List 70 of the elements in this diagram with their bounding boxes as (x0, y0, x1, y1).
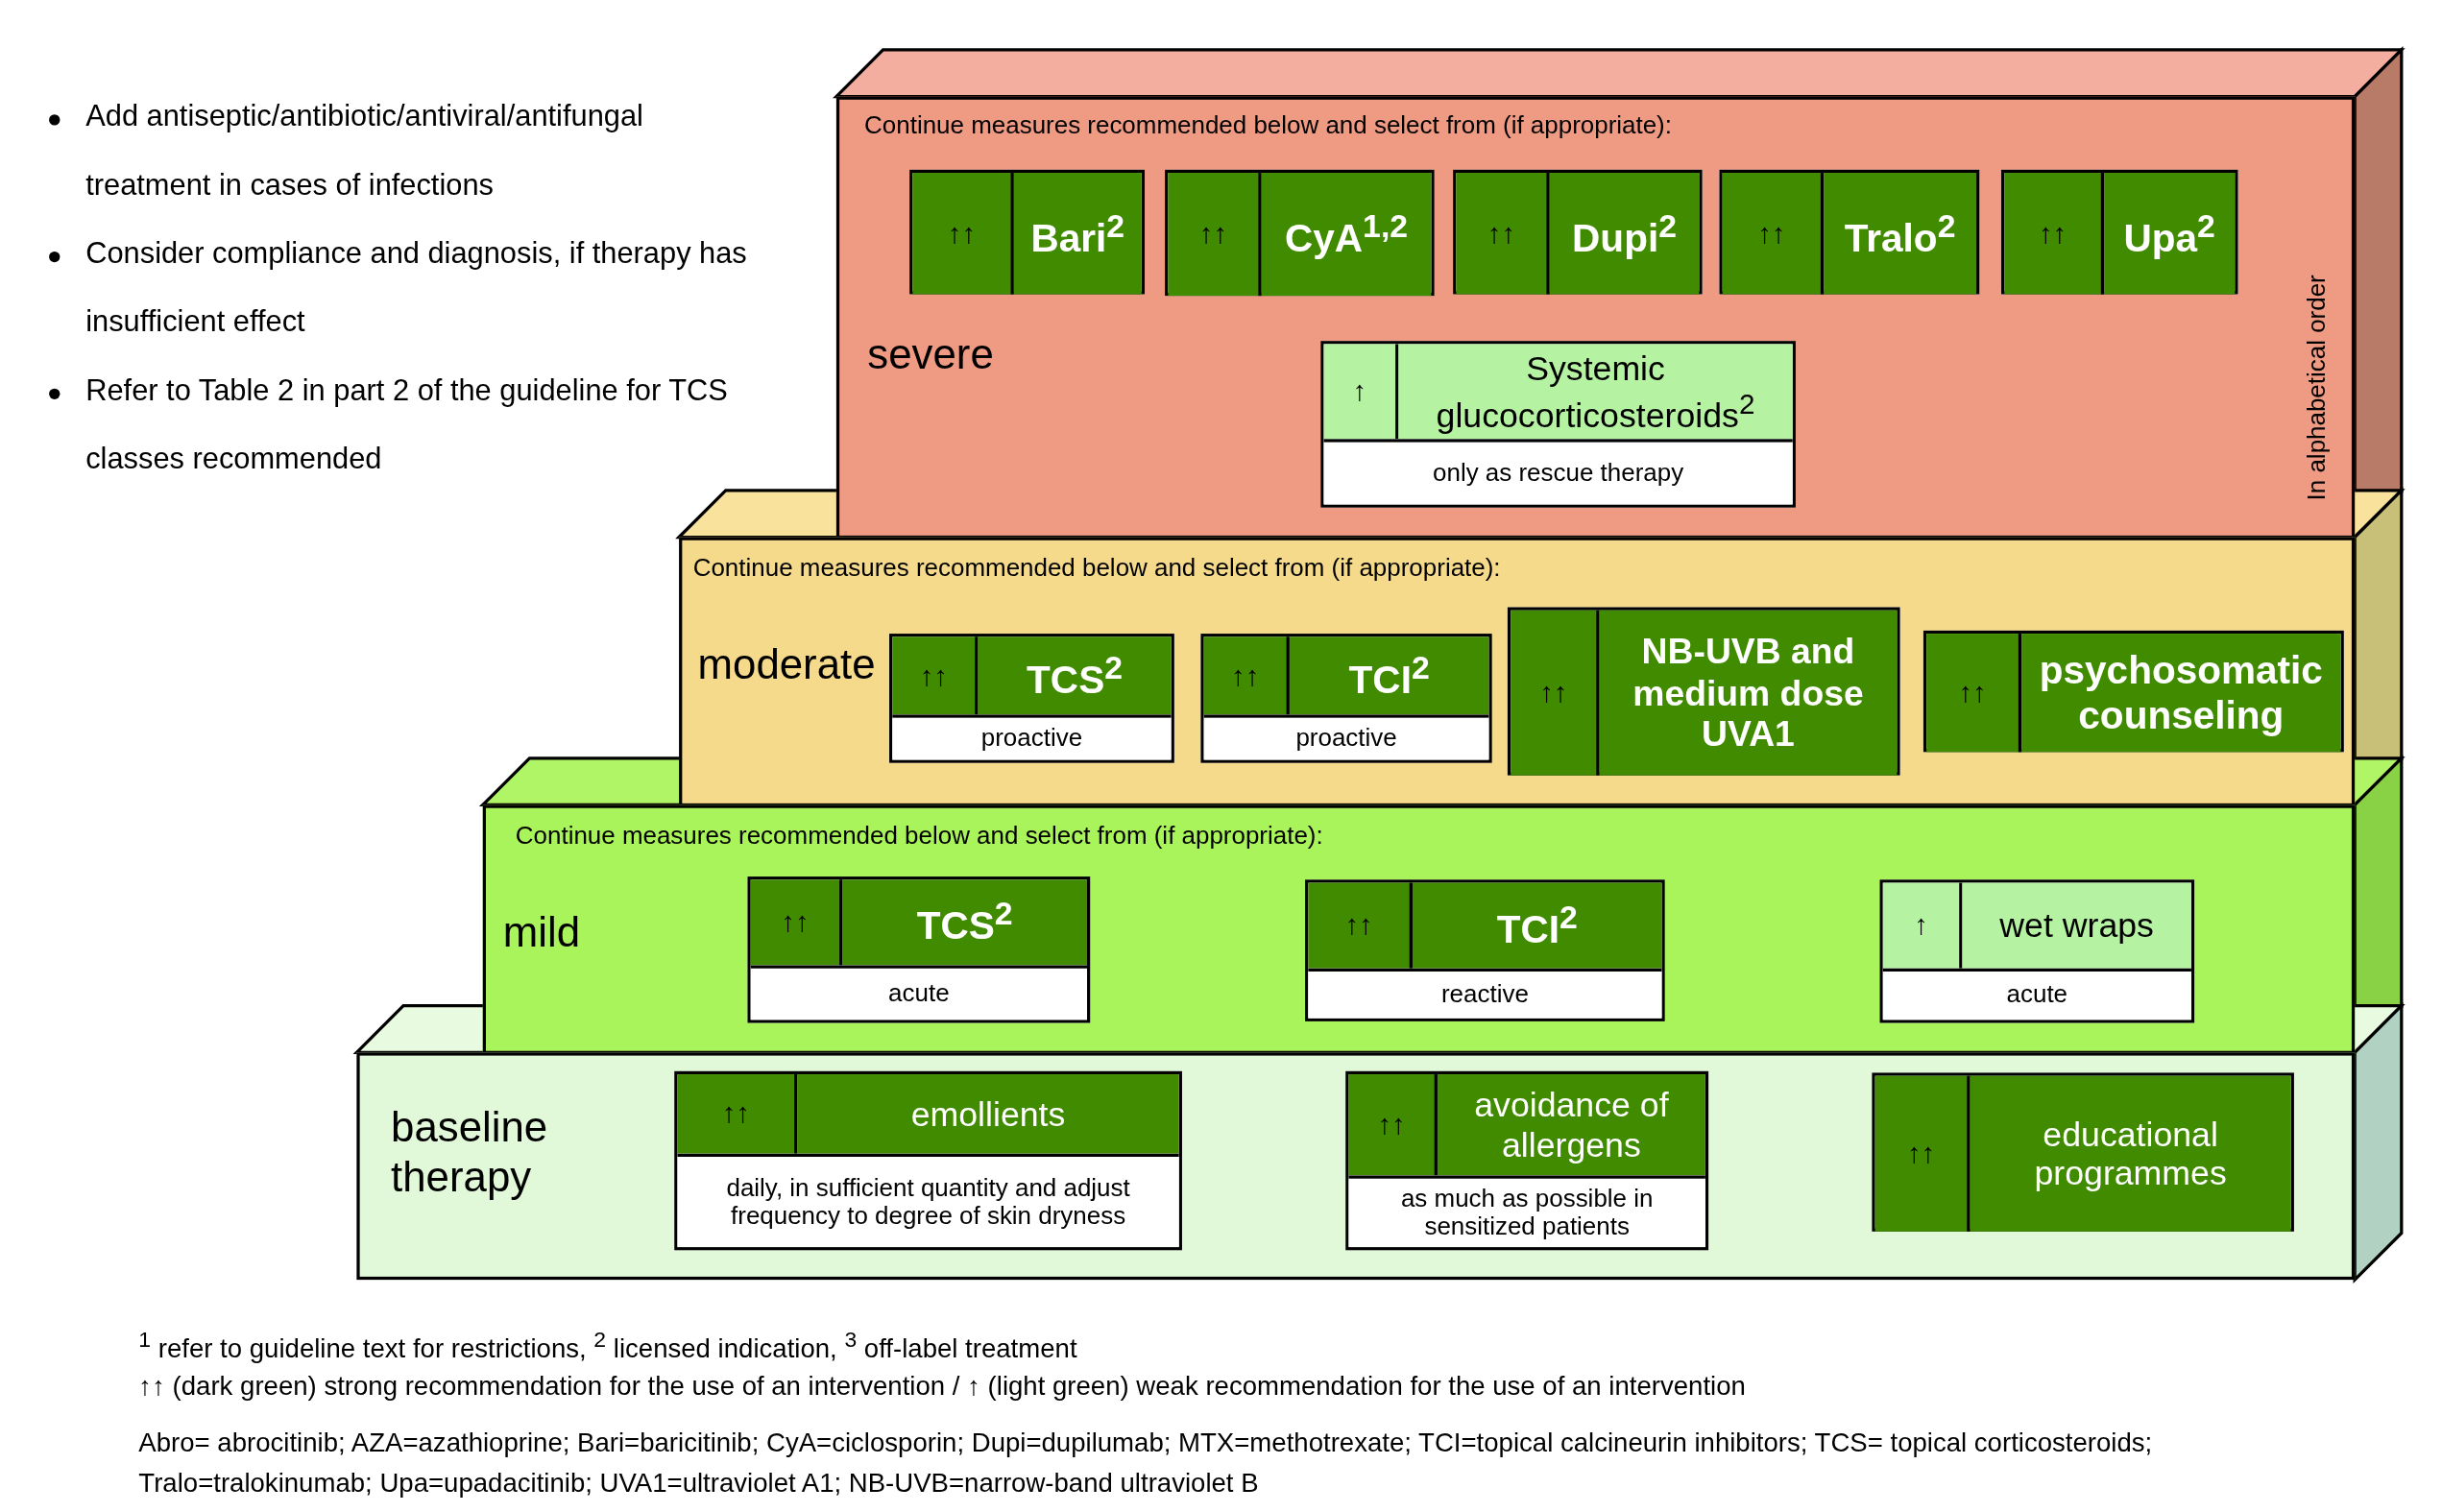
treatment-name: TCS$^{2}$ (842, 879, 1087, 966)
treatment-box (1165, 169, 1435, 297)
treatment-name: NB-UVB and medium dose UVA1 (1599, 610, 1898, 776)
recommendation-arrows: ↑↑ (1348, 1074, 1438, 1176)
treatment-box (1453, 169, 1703, 295)
instruction-text: Continue measures recommended below and select from (if appropriate): (515, 822, 1323, 851)
treatment-name: TCI$^{2}$ (1289, 636, 1489, 715)
treatment-box (1507, 607, 1900, 776)
treatment-box (1305, 879, 1665, 1021)
note-text: Add antiseptic/antibiotic/antiviral/antifungal treatment in cases of infections (85, 98, 644, 204)
treatment-box (2001, 169, 2238, 295)
instruction-text: Continue measures recommended below and select from (if appropriate): (692, 554, 1501, 583)
treatment-name: wet wraps (1962, 882, 2191, 969)
recommendation-arrows: ↑↑ (1308, 882, 1413, 969)
recommendation-arrows: ↑↑ (1926, 634, 2022, 753)
usage-note: daily, in sufficient quantity and adjust frequency to degree of skin dryness (677, 1153, 1179, 1248)
treatment-name: CyA$^{1,2}$ (1261, 173, 1432, 297)
severity-level-panel (482, 804, 2356, 1054)
treatment-name: avoidance of allergens (1437, 1074, 1705, 1176)
severity-level-panel (356, 1052, 2356, 1281)
treatment-box (1200, 634, 1492, 763)
recommendation-arrows: ↑↑ (1456, 173, 1550, 295)
instruction-text: Continue measures recommended below and select from (if appropriate): (864, 111, 1672, 140)
recommendation-arrows: ↑↑ (677, 1074, 798, 1154)
recommendation-arrows: ↑ (1882, 882, 1963, 969)
recommendation-arrows: ↑↑ (1874, 1075, 1971, 1232)
recommendation-arrows: ↑ (1323, 344, 1399, 440)
treatment-box (1922, 630, 2344, 753)
treatment-box (1345, 1070, 1709, 1251)
usage-note: acute (1882, 968, 2191, 1020)
recommendation-arrows: ↑↑ (892, 636, 979, 715)
usage-note: reactive (1308, 968, 1662, 1019)
treatment-name: psychosomatic counseling (2021, 634, 2341, 753)
treatment-name: TCI$^{2}$ (1412, 882, 1662, 969)
recommendation-arrows: ↑↑ (912, 173, 1014, 295)
treatment-name: Upa$^{2}$ (2104, 173, 2236, 295)
side-note: In alphabetical order (2303, 274, 2332, 503)
usage-note: as much as possible in sensitized patients (1348, 1175, 1705, 1248)
usage-note: proactive (892, 714, 1172, 760)
note-text: Refer to Table 2 in part 2 of the guideline for TCS classes recommended (85, 372, 729, 477)
treatment-box (1320, 341, 1796, 508)
recommendation-arrows: ↑↑ (2004, 173, 2105, 295)
treatment-name: Systemic glucocorticosteroids$^{2}$ (1398, 344, 1793, 440)
note-text: Consider compliance and diagnosis, if therapy has insufficient effect (85, 235, 748, 340)
footnote-text: ↑↑ (dark green) strong recommendation for the use of an intervention / ↑ (light green) weak recommendation for the use of an intervention (138, 1370, 1747, 1404)
recommendation-arrows: ↑↑ (1511, 610, 1600, 776)
severity-level-name: baseline therapy (391, 1102, 549, 1204)
treatment-name: TCS$^{2}$ (978, 636, 1172, 715)
severity-level-panel (679, 537, 2356, 807)
footnote-text: Abro= abrocitinib; AZA=azathioprine; Bari=baricitinib; CyA=ciclosporin; Dupi=dupilumab; MTX=methotrexate; TCI=topical calcineurin inhibitors; TCS= topical corticosteroids; Tralo=tralokinumab; Upa=upadacitinib; UVA1=ultraviolet A1; NB-UVB=narrow-band ultraviolet B (138, 1427, 2154, 1500)
severity-level-name: mild (502, 908, 582, 958)
treatment-name: Dupi$^{2}$ (1549, 173, 1700, 295)
treatment-box (747, 876, 1091, 1023)
treatment-box (1872, 1072, 2294, 1232)
recommendation-arrows: ↑↑ (1722, 173, 1825, 295)
treatment-name: educational programmes (1970, 1075, 2291, 1232)
treatment-box (889, 634, 1174, 763)
treatment-name: Tralo$^{2}$ (1824, 173, 1977, 295)
footnote-text: $^{1}$ refer to guideline text for restrictions, $^{2}$ licensed indication, $^{3}$ off-label treatment (138, 1325, 1078, 1366)
usage-note: only as rescue therapy (1323, 439, 1793, 505)
recommendation-arrows: ↑↑ (1168, 173, 1262, 297)
treatment-name: Bari$^{2}$ (1013, 173, 1142, 295)
treatment-box (1879, 879, 2195, 1023)
severity-level-name: severe (867, 330, 995, 381)
treatment-box (1719, 169, 1980, 295)
treatment-box (909, 169, 1145, 295)
recommendation-arrows: ↑↑ (750, 879, 843, 966)
treatment-name: emollients (797, 1074, 1179, 1154)
recommendation-arrows: ↑↑ (1203, 636, 1290, 715)
treatment-box (674, 1070, 1182, 1251)
